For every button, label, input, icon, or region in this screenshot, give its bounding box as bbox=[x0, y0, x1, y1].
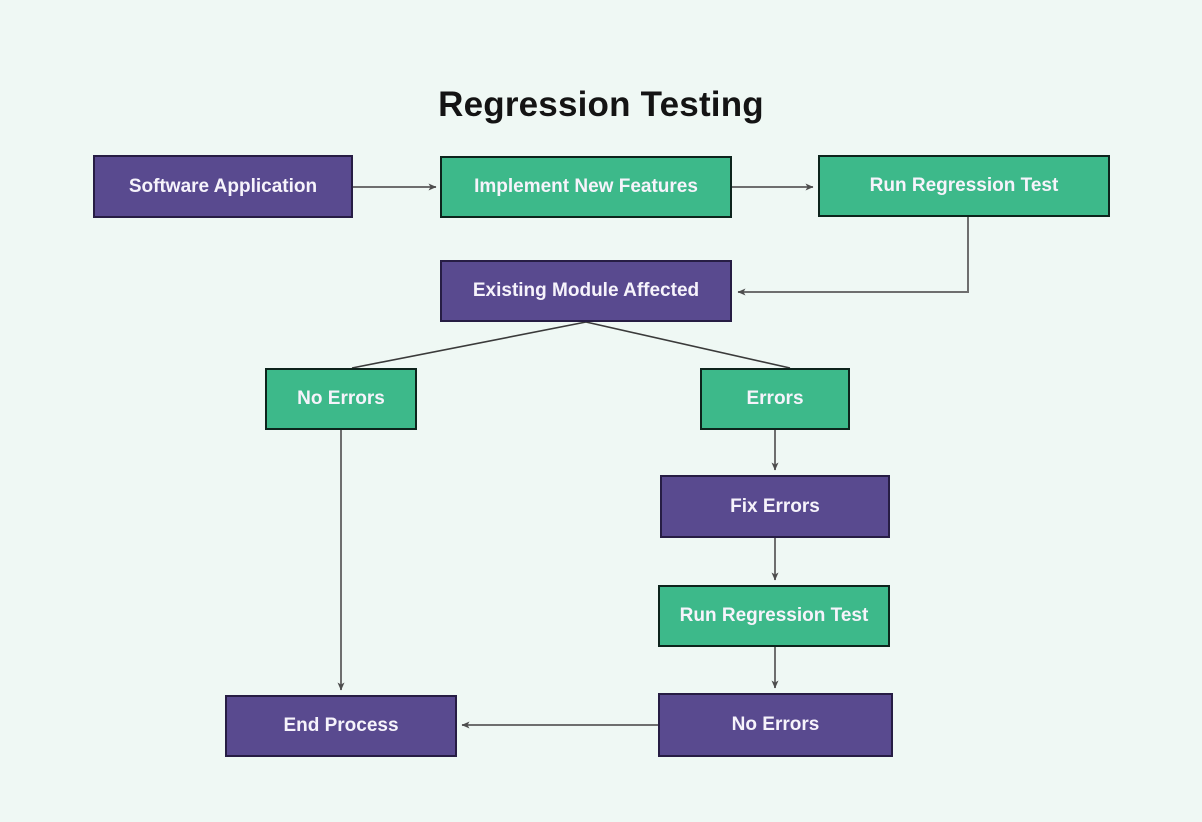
node-software-application: Software Application bbox=[93, 155, 353, 218]
node-label: Implement New Features bbox=[474, 176, 698, 197]
node-run-regression-test-2: Run Regression Test bbox=[658, 585, 890, 647]
node-label: No Errors bbox=[297, 388, 385, 409]
node-no-errors-bottom: No Errors bbox=[658, 693, 893, 757]
node-label: Errors bbox=[746, 388, 804, 409]
node-run-regression-test-1: Run Regression Test bbox=[818, 155, 1110, 217]
node-label: End Process bbox=[283, 715, 399, 736]
node-errors: Errors bbox=[700, 368, 850, 430]
edges-group bbox=[337, 183, 969, 729]
edge-existing-module-affected-to-errors bbox=[585, 321, 791, 369]
node-implement-new-features: Implement New Features bbox=[440, 156, 732, 218]
node-label: Fix Errors bbox=[730, 495, 820, 517]
node-label: Existing Module Affected bbox=[472, 280, 700, 301]
node-label: Run Regression Test bbox=[679, 605, 869, 626]
node-label: No Errors bbox=[731, 714, 820, 735]
node-no-errors-left: No Errors bbox=[265, 368, 417, 430]
node-fix-errors: Fix Errors bbox=[660, 475, 890, 538]
node-existing-module-affected: Existing Module Affected bbox=[440, 260, 732, 322]
node-label: Run Regression Test bbox=[869, 175, 1059, 196]
node-end-process: End Process bbox=[225, 695, 457, 757]
node-label: Software Application bbox=[128, 175, 318, 197]
page-title: Regression Testing bbox=[438, 85, 764, 125]
edge-run-regression-test-1-to-existing-module-affected bbox=[737, 217, 969, 296]
edge-existing-module-affected-to-no-errors-left bbox=[351, 321, 587, 369]
